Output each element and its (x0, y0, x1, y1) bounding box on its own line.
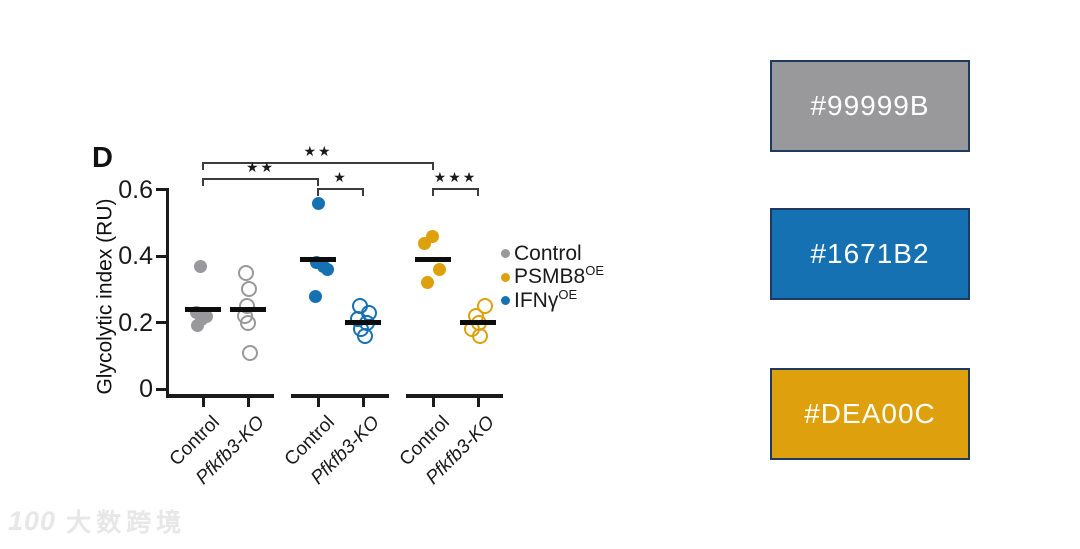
y-tick (156, 188, 167, 192)
x-tick (431, 394, 435, 407)
significance-bracket (202, 162, 434, 170)
y-tick-label: 0.6 (118, 175, 153, 204)
data-point (417, 236, 431, 250)
data-point (472, 327, 488, 344)
legend-item: PSMB8OE (501, 263, 604, 290)
data-point (308, 289, 322, 303)
watermark-logo: 100 (8, 505, 57, 536)
legend-item: IFNγOE (501, 286, 604, 313)
data-point (432, 263, 446, 277)
color-swatch: #1671B2 (770, 208, 970, 300)
y-tick (156, 254, 167, 258)
legend-dot (501, 296, 510, 306)
data-point (420, 276, 434, 290)
legend-superscript: OE (558, 286, 578, 302)
watermark: 100 大数跨境 (8, 503, 186, 539)
watermark-text: 大数跨境 (66, 509, 187, 537)
swatch-hex-label: #1671B2 (810, 238, 930, 269)
swatch-hex-label: #DEA00C (804, 398, 936, 429)
data-point (240, 314, 256, 331)
data-point (242, 344, 258, 361)
y-tick (156, 321, 167, 325)
legend-label: IFNγOE (514, 286, 578, 312)
significance-bracket (202, 178, 319, 186)
y-tick (156, 387, 167, 391)
significance-stars: ★★★ (433, 170, 478, 186)
median-bar (300, 257, 336, 263)
significance-stars: ★ (333, 170, 348, 186)
significance-bracket (317, 188, 364, 196)
y-tick-label: 0.2 (118, 308, 153, 337)
data-point (241, 281, 257, 298)
legend-item: Control (501, 242, 604, 266)
data-point (190, 319, 204, 333)
x-tick (476, 394, 480, 407)
data-point (238, 264, 254, 281)
x-axis-segment (167, 394, 274, 398)
legend-label: Control (514, 241, 582, 265)
significance-stars: ★★ (303, 144, 333, 160)
data-point (320, 263, 334, 277)
median-bar (230, 306, 266, 312)
median-bar (185, 306, 221, 312)
median-bar (415, 257, 451, 263)
y-tick-label: 0 (139, 375, 153, 403)
significance-stars: ★★ (245, 160, 276, 176)
y-tick-label: 0.4 (118, 242, 153, 271)
x-tick (361, 394, 365, 407)
color-swatch: #99999B (770, 60, 970, 152)
legend-dot (501, 249, 510, 259)
data-point (477, 298, 493, 315)
x-axis-segment (406, 394, 503, 398)
x-tick (316, 394, 320, 407)
x-tick (246, 394, 250, 407)
swatch-hex-label: #99999B (810, 90, 930, 121)
data-point (357, 327, 373, 344)
legend-label: PSMB8OE (514, 263, 604, 289)
x-axis-segment (291, 394, 389, 398)
x-tick (201, 394, 205, 407)
color-swatch: #DEA00C (770, 368, 970, 460)
data-point (193, 259, 207, 273)
legend-superscript: OE (585, 263, 604, 279)
median-bar (345, 320, 381, 326)
significance-bracket (432, 188, 479, 196)
y-axis-line (165, 188, 169, 398)
legend-dot (501, 272, 510, 282)
data-point (311, 196, 325, 210)
panel-label: D (92, 142, 113, 174)
median-bar (460, 320, 496, 326)
